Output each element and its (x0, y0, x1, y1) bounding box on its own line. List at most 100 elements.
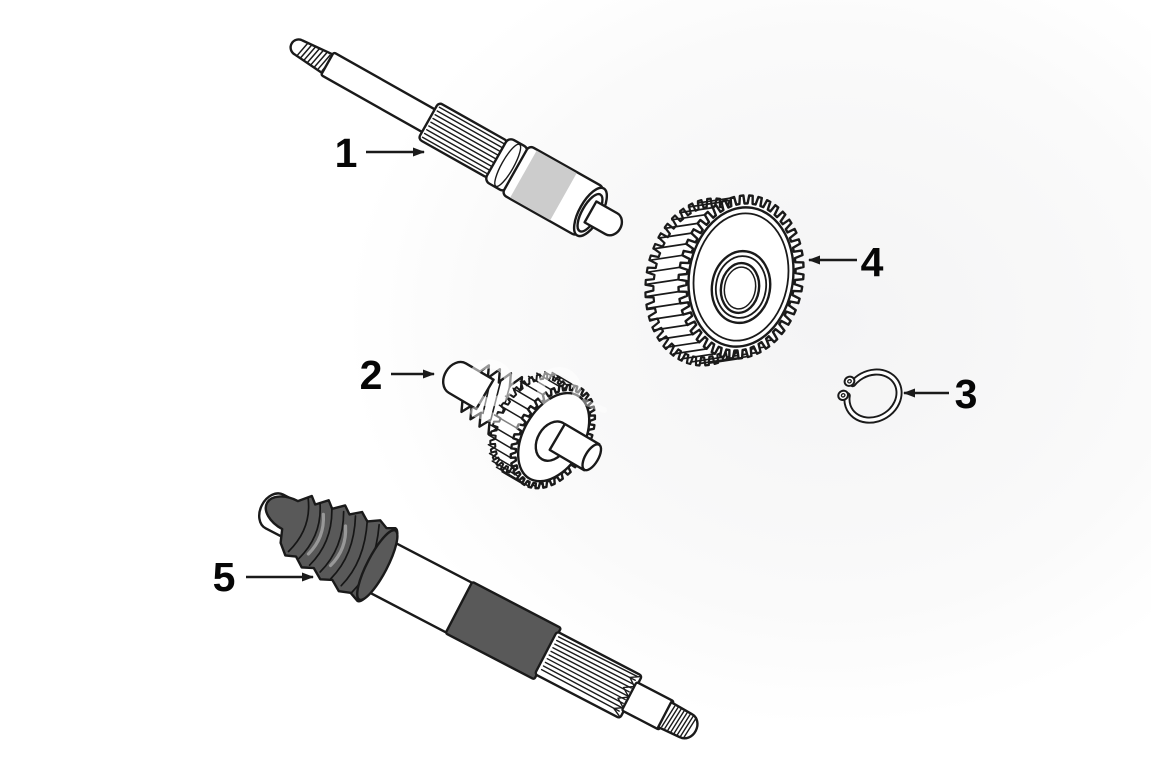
tooth-side-line (672, 347, 708, 355)
tooth-side-line (645, 266, 681, 274)
tooth-side-line (646, 302, 682, 310)
spline-line (428, 125, 494, 164)
tooth-side-line (498, 404, 523, 420)
spline-line (540, 668, 620, 712)
part-2-counter-gear-assembly (442, 360, 603, 490)
tooth-side-line (681, 352, 716, 360)
thread-line (299, 44, 313, 60)
tooth-side-line (663, 222, 699, 230)
tooth-side-line (501, 470, 526, 486)
tooth-side-line (665, 341, 701, 349)
thread-line (314, 52, 328, 68)
tooth-side-line (644, 278, 680, 286)
spline-line (552, 647, 632, 689)
spline-line (557, 636, 638, 678)
spline-line (421, 136, 488, 175)
pinion-highlight (306, 512, 326, 556)
spline-line (430, 121, 497, 160)
rear-stub-end (581, 443, 603, 472)
thread-line (679, 715, 695, 738)
callout-4-label: 4 (861, 239, 884, 285)
callout-2-label: 2 (360, 352, 383, 398)
tooth-side-line (644, 290, 680, 298)
gray-band (510, 150, 577, 221)
tooth-side-line (658, 333, 694, 341)
callout-4: 4 (808, 239, 884, 285)
thread-line (303, 46, 317, 62)
circlip-ring-inner (845, 370, 901, 422)
center-bore (719, 261, 761, 315)
pinion-highlight (328, 524, 348, 568)
watermark-streak (470, 407, 520, 430)
pinion-tooth-groove (329, 515, 357, 580)
collar-edge (494, 143, 522, 188)
tooth-side-line (487, 443, 512, 459)
thread-line (306, 48, 320, 64)
tooth-side-line (649, 313, 685, 321)
pinion-base-face (356, 528, 399, 602)
pinion-tooth-groove (319, 510, 345, 573)
spline-line (426, 129, 492, 167)
tooth-side-line (511, 387, 536, 403)
watermark-streak (581, 399, 607, 413)
pinion-tooth-groove (287, 497, 310, 553)
spline-line (434, 114, 501, 152)
tooth-side-line (670, 213, 706, 221)
part-1-input-shaft (289, 38, 624, 238)
pinion-tooth-groove (308, 506, 333, 567)
tooth-side-line (653, 324, 689, 331)
circlip-eyelet-hole (847, 378, 852, 384)
spline-line (423, 132, 490, 171)
tooth-side-line (504, 395, 529, 411)
watermark-ring (537, 367, 581, 411)
callout-1: 1 (335, 130, 425, 176)
spline-line (556, 639, 636, 681)
spline-line (436, 110, 503, 149)
spline-line (438, 106, 505, 145)
tooth-side-line (488, 452, 513, 468)
pinion-tooth-groove (298, 502, 322, 560)
tooth-side-line (689, 356, 725, 363)
thread-line (664, 707, 679, 729)
callout-5: 5 (213, 554, 314, 600)
thread-line (661, 705, 676, 728)
thread-line (667, 708, 682, 731)
spline-line (550, 650, 630, 693)
pinion-tooth-groove (340, 519, 369, 587)
tooth-side-line (696, 197, 732, 204)
callout-5-label: 5 (213, 554, 236, 600)
thread-line (295, 42, 309, 57)
thread-line (682, 716, 698, 739)
part-4-driven-gear (644, 194, 805, 367)
watermark (466, 359, 607, 430)
shaft-body (320, 51, 439, 135)
center-bore-chamfer (723, 266, 757, 310)
tooth-side-line (652, 243, 688, 250)
tooth-side-line (678, 206, 714, 214)
thread-line (670, 710, 685, 733)
tooth-side-line (488, 434, 512, 450)
circlip-eyelet-hole (840, 393, 846, 398)
thread-line (317, 54, 331, 70)
tooth-side-line (490, 424, 515, 439)
thread-line (676, 713, 691, 736)
spline-line (542, 665, 622, 708)
part-5-output-shaft (258, 492, 699, 740)
tooth-side-line (491, 460, 516, 475)
tooth-side-line (648, 254, 684, 262)
callout-3: 3 (903, 371, 977, 417)
callout-1-label: 1 (335, 130, 358, 176)
tooth-side-line (687, 201, 723, 208)
tooth-side-line (657, 232, 693, 239)
spline-line (548, 654, 628, 697)
tooth-side-line (495, 466, 520, 482)
spline-line (546, 657, 626, 701)
spline-line (554, 643, 634, 685)
end-stub (583, 200, 624, 237)
thread-line (310, 50, 324, 66)
spline-line (432, 117, 499, 156)
watermark-ring (466, 359, 514, 407)
thread-line (673, 712, 688, 734)
